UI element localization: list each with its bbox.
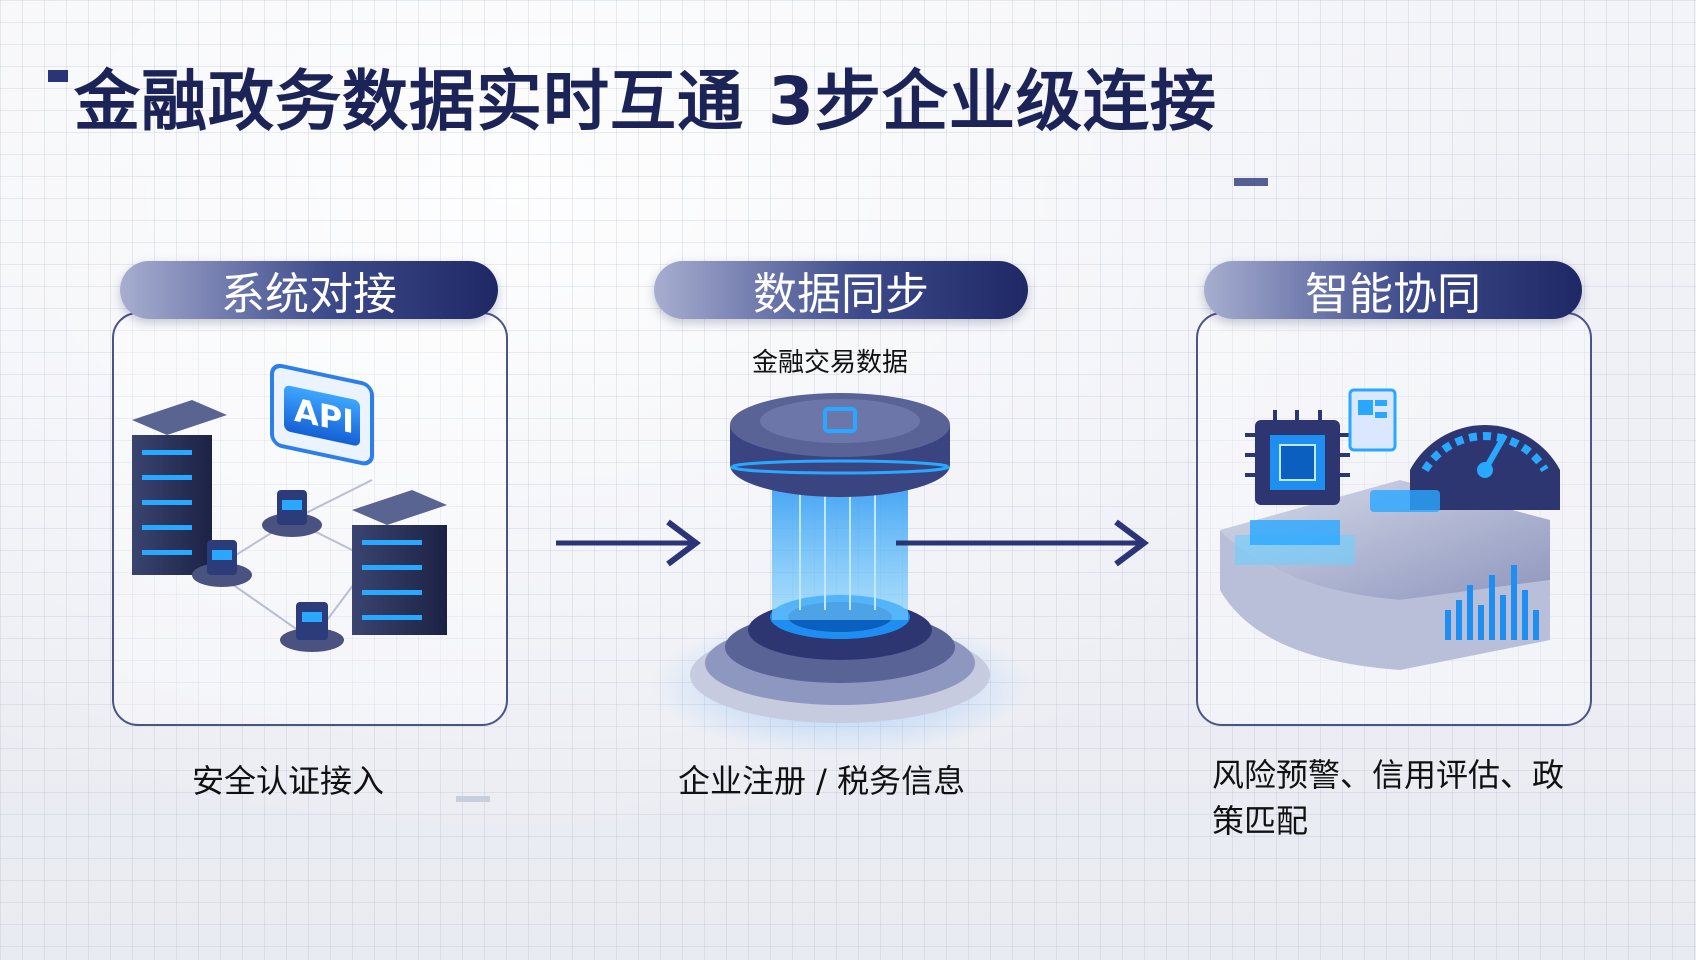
decorative-bar (456, 796, 490, 802)
step-3-pill: 智能协同 (1204, 261, 1582, 320)
step-2-pill: 数据同步 (654, 261, 1028, 320)
gauge-icon (1410, 425, 1560, 510)
step-3-caption: 风险预警、信用评估、政策匹配 (1212, 756, 1565, 840)
chip-icon (1235, 410, 1355, 565)
page-title: 金融政务数据实时互通 3步企业级连接 (74, 63, 1217, 140)
arrow-2 (896, 519, 1149, 567)
step-3-label: 智能协同 (1305, 269, 1481, 320)
smart-collaboration-illustration (1220, 388, 1560, 670)
decorative-bar (1234, 178, 1268, 186)
step-1-caption: 安全认证接入 (192, 762, 385, 800)
step-2-label: 数据同步 (753, 269, 929, 320)
server-icon (132, 400, 227, 575)
server-network-illustration: API (132, 363, 447, 652)
arrow-1 (556, 519, 701, 567)
step-1-pill: 系统对接 (120, 261, 498, 320)
title-accent-mark (48, 70, 68, 82)
step-1-label: 系统对接 (221, 269, 397, 320)
api-badge-icon: API (270, 363, 374, 466)
data-tower-icon (650, 393, 1030, 755)
bar-chart-icon (1445, 565, 1539, 640)
step-2-top-label: 金融交易数据 (752, 348, 909, 378)
step-2-caption: 企业注册 / 税务信息 (678, 762, 966, 800)
